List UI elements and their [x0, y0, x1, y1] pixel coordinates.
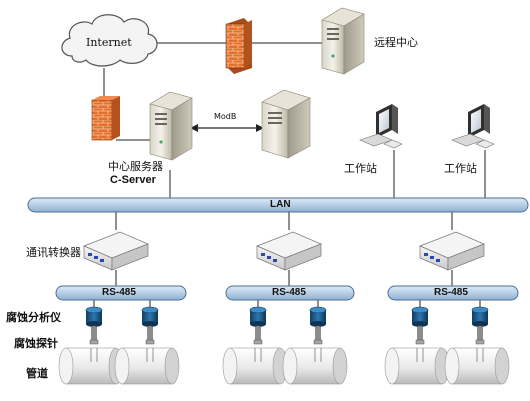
cloud-icon [61, 14, 158, 67]
firewall-icon [225, 18, 252, 74]
lan-label: LAN [270, 199, 291, 210]
corrosion-analyzer-icon [85, 306, 103, 327]
converter-label: 通讯转换器 [26, 246, 81, 259]
workstation-icon [359, 104, 403, 149]
remote-center-label: 远程中心 [374, 36, 418, 49]
connection-lines [93, 42, 486, 308]
internet-label: Internet [86, 36, 132, 49]
pipe-icon [384, 347, 450, 385]
corrosion-probe-icon [475, 325, 485, 345]
pipe-icon [282, 347, 348, 385]
workstation-label: 工作站 [344, 162, 377, 175]
corrosion-analyzer-icon [309, 306, 327, 327]
pipe-icon [444, 347, 510, 385]
network-switch-icon [256, 231, 322, 271]
pipe-label: 管道 [26, 367, 48, 380]
network-switch-icon [83, 231, 149, 271]
rs485-bar [225, 285, 355, 301]
rs485-bar [55, 285, 187, 301]
pipe-icon [58, 347, 124, 385]
corrosion-probe-icon [89, 325, 99, 345]
rs485-label: RS-485 [102, 287, 136, 298]
pipe-icon [222, 347, 288, 385]
central-server-en-label: C-Server [110, 174, 156, 186]
server-tower-icon [261, 89, 311, 159]
corrosion-probe-icon [415, 325, 425, 345]
corrosion-probe-icon [313, 325, 323, 345]
rs485-label: RS-485 [272, 287, 306, 298]
corrosion-analyzer-icon [471, 306, 489, 327]
modb-label: ModB [214, 112, 237, 121]
analyzer-label: 腐蚀分析仪 [6, 311, 61, 324]
workstation-icon [451, 104, 495, 149]
corrosion-analyzer-icon [249, 306, 267, 327]
corrosion-analyzer-icon [141, 306, 159, 327]
server-tower-icon [321, 7, 365, 75]
workstation-label: 工作站 [444, 162, 477, 175]
rs485-bar [387, 285, 519, 301]
probe-label: 腐蚀探针 [14, 337, 58, 350]
corrosion-probe-icon [145, 325, 155, 345]
rs485-label: RS-485 [434, 287, 468, 298]
lan-bus [27, 197, 529, 213]
network-switch-icon [419, 231, 485, 271]
central-server-label: 中心服务器 [108, 160, 163, 173]
corrosion-probe-icon [253, 325, 263, 345]
pipe-icon [114, 347, 180, 385]
server-tower-icon [149, 91, 193, 161]
firewall-icon [91, 96, 120, 141]
corrosion-analyzer-icon [411, 306, 429, 327]
modb-arrow [190, 124, 264, 132]
